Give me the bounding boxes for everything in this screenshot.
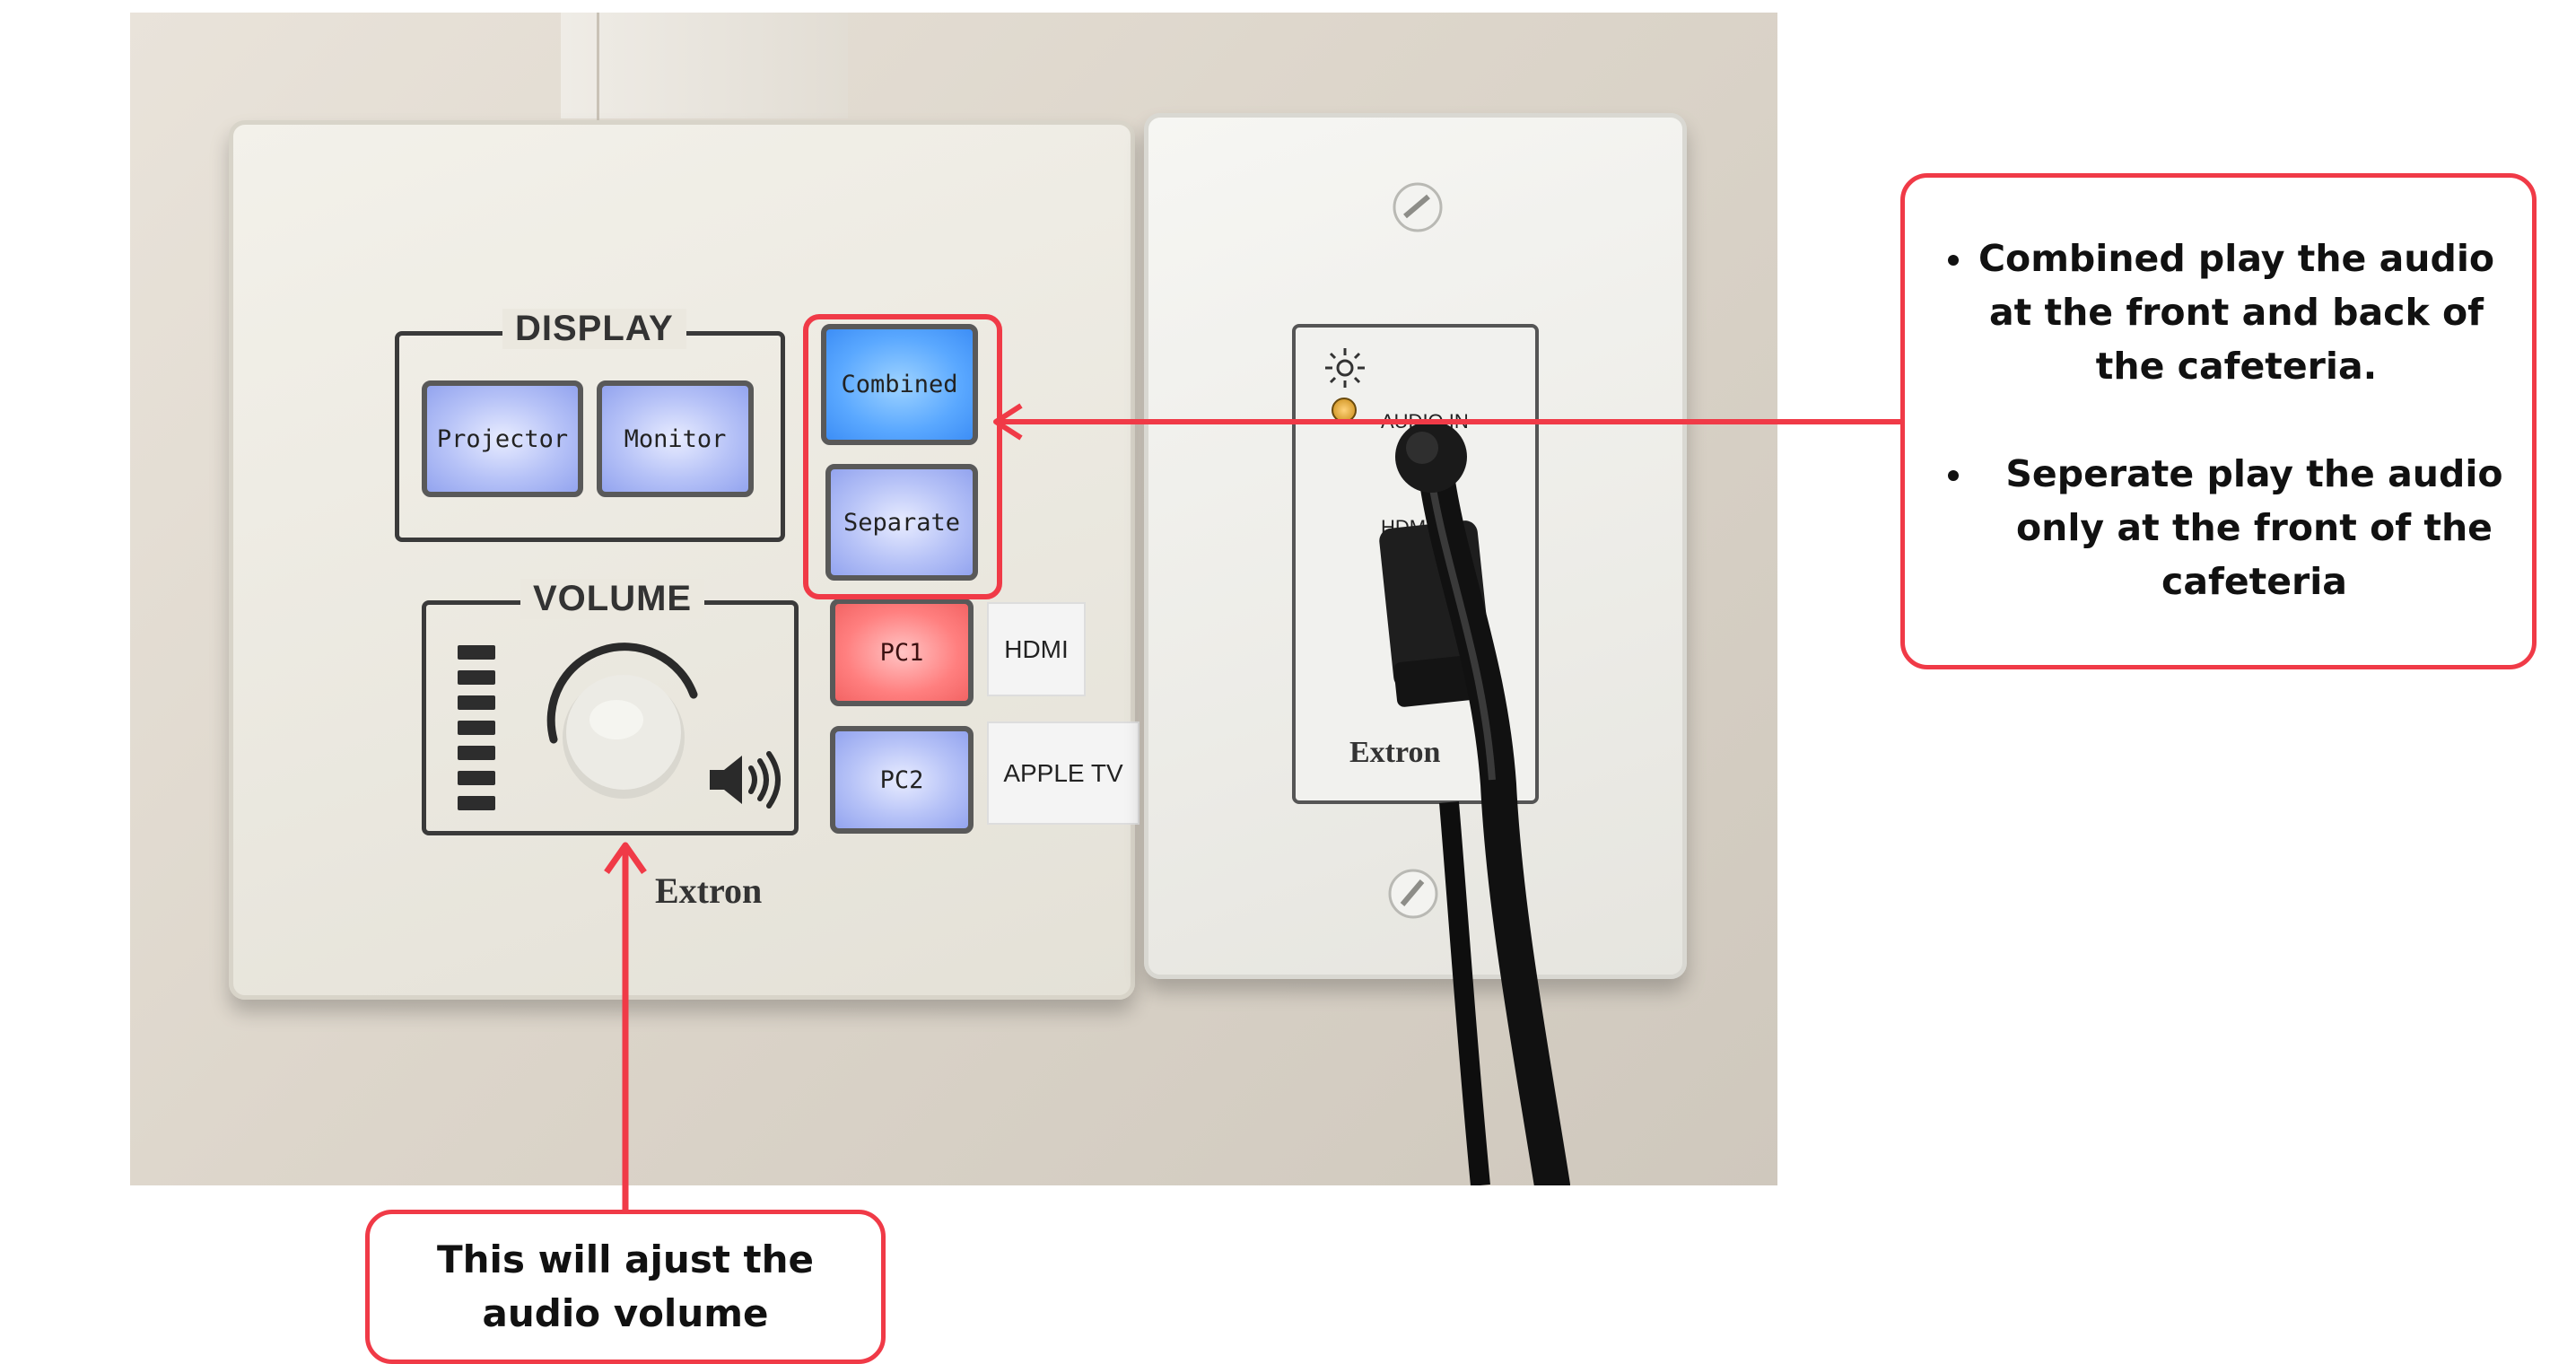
- meter-bar: [458, 746, 495, 760]
- combined-button[interactable]: Combined: [821, 324, 978, 445]
- meter-bar: [458, 695, 495, 710]
- meter-bar: [458, 721, 495, 735]
- screw-icon: [1393, 182, 1443, 232]
- wall-trim: [561, 13, 848, 118]
- speaker-icon: [710, 751, 781, 809]
- cables: [1379, 421, 1570, 1185]
- bullet-icon: [1948, 255, 1959, 266]
- volume-level-meter: [458, 645, 502, 825]
- separate-note: Seperate play the audio only at the fron…: [1941, 447, 2514, 608]
- monitor-button[interactable]: Monitor: [597, 380, 754, 497]
- wall-trim-edge: [597, 13, 599, 120]
- control-panel: DISPLAY Projector Monitor Combined Separ…: [229, 120, 1140, 1000]
- wall-panel-photo: DISPLAY Projector Monitor Combined Separ…: [130, 13, 1777, 1185]
- brightness-icon: [1325, 348, 1365, 388]
- volume-group-title: VOLUME: [520, 579, 705, 619]
- audio-mode-notes: Combined play the audio at the front and…: [1941, 232, 2514, 608]
- combined-note: Combined play the audio at the front and…: [1941, 232, 2514, 393]
- pc2-button[interactable]: PC2: [830, 726, 974, 834]
- audio-mode-callout: Combined play the audio at the front and…: [1900, 173, 2537, 669]
- apple-tv-label: APPLE TV: [987, 721, 1140, 825]
- screw-icon: [1388, 869, 1438, 919]
- audio-mode-highlight: [803, 314, 1002, 599]
- panel-left-brand: Extron: [655, 870, 763, 911]
- hdmi-label: HDMI: [987, 602, 1086, 696]
- projector-button[interactable]: Projector: [422, 380, 583, 497]
- display-group-title: DISPLAY: [502, 309, 686, 349]
- volume-knob[interactable]: [534, 632, 713, 811]
- meter-bar: [458, 796, 495, 810]
- volume-callout-text: This will ajust the audio volume: [437, 1237, 814, 1335]
- meter-bar: [458, 771, 495, 785]
- pc1-button[interactable]: PC1: [830, 599, 974, 706]
- wall-plate-brand: Extron: [1349, 736, 1441, 769]
- separate-button[interactable]: Separate: [825, 464, 978, 581]
- meter-bar: [458, 645, 495, 660]
- bullet-icon: [1948, 470, 1959, 481]
- volume-callout: This will ajust the audio volume: [365, 1210, 886, 1364]
- meter-bar: [458, 670, 495, 685]
